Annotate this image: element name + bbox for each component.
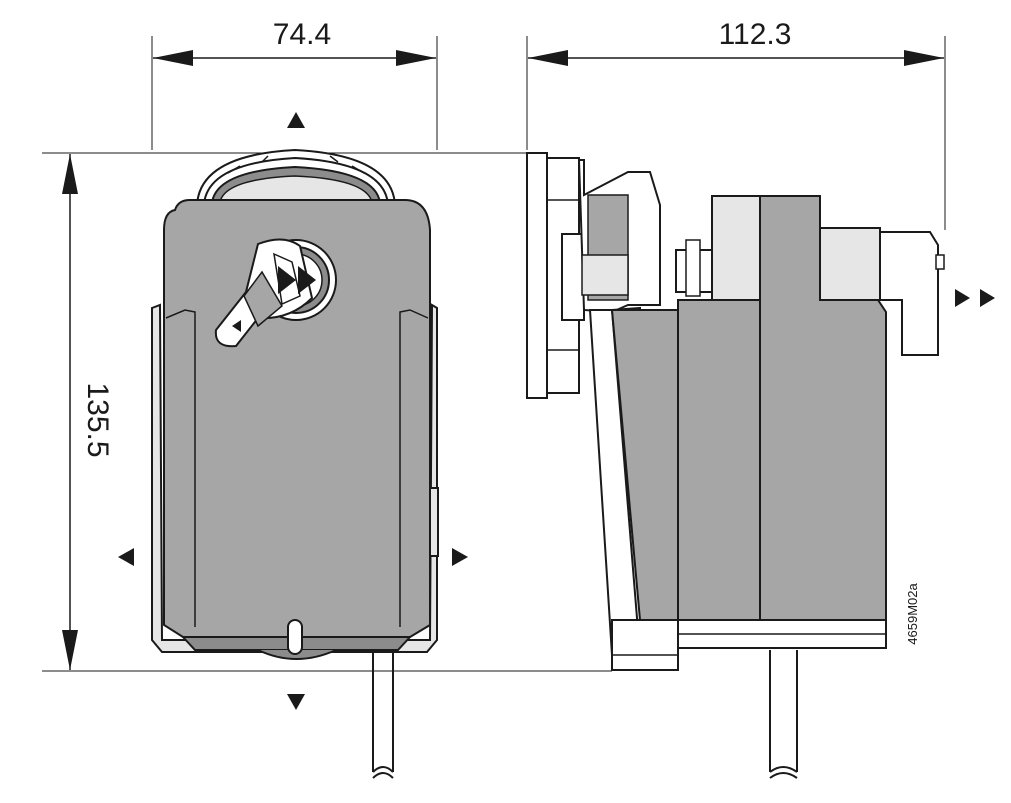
clearance-right-icon-1 (955, 289, 970, 307)
clearance-right-icon-2 (980, 289, 995, 307)
side-view (526, 152, 945, 779)
front-base-plate (151, 303, 438, 653)
clearance-left-icon (118, 548, 134, 566)
height-value: 135.5 (81, 382, 114, 457)
dimension-height: 135.5 (42, 152, 612, 672)
front-coupling-ring (195, 148, 397, 206)
front-slot (287, 619, 303, 655)
clearance-arrows (118, 112, 995, 710)
width-value: 74.4 (273, 18, 331, 51)
dimension-depth: 112.3 (526, 18, 946, 230)
front-side-tab (429, 487, 439, 557)
side-clamp-flange (526, 152, 661, 399)
depth-value: 112.3 (719, 18, 792, 51)
side-cable (769, 650, 798, 779)
front-housing (163, 199, 431, 638)
clearance-up-icon (287, 112, 305, 128)
front-view (151, 148, 439, 779)
clearance-down-icon (287, 694, 305, 710)
front-position-indicator (278, 266, 316, 294)
lever-arrow-icon (232, 320, 241, 332)
dimension-width: 74.4 (151, 18, 438, 150)
front-cable (372, 640, 394, 779)
drawing-reference: 4659M02a (905, 583, 920, 645)
side-connector-box (819, 227, 881, 301)
clearance-right-icon (452, 548, 468, 566)
